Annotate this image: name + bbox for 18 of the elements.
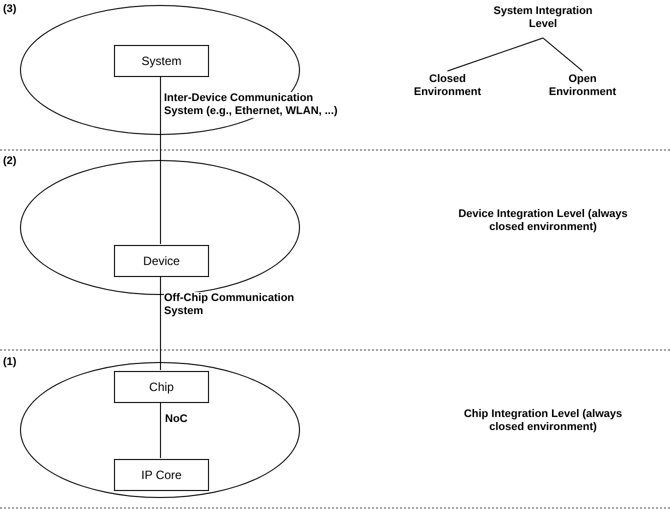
level-number: (3) [3, 3, 18, 16]
component-box: Device [114, 245, 209, 277]
ellipse-outline [20, 362, 300, 498]
connector-line [447, 38, 544, 72]
level-label: Closed Environment [410, 73, 485, 103]
level-label: System Integration Level [493, 5, 593, 35]
connector-line [160, 76, 161, 244]
level-label: Device Integration Level (always closed environment) [458, 208, 628, 234]
component-box: Chip [114, 371, 209, 403]
component-box: IP Core [114, 459, 209, 491]
level-number: (2) [3, 155, 18, 168]
level-number: (1) [3, 356, 18, 370]
connector-line [160, 276, 161, 370]
level-label: Chip Integration Level (always closed environment) [462, 408, 624, 434]
level-label: Open Environment [545, 73, 620, 103]
connector-line [160, 402, 161, 458]
component-box: System [114, 45, 209, 77]
connector-line [542, 38, 583, 72]
